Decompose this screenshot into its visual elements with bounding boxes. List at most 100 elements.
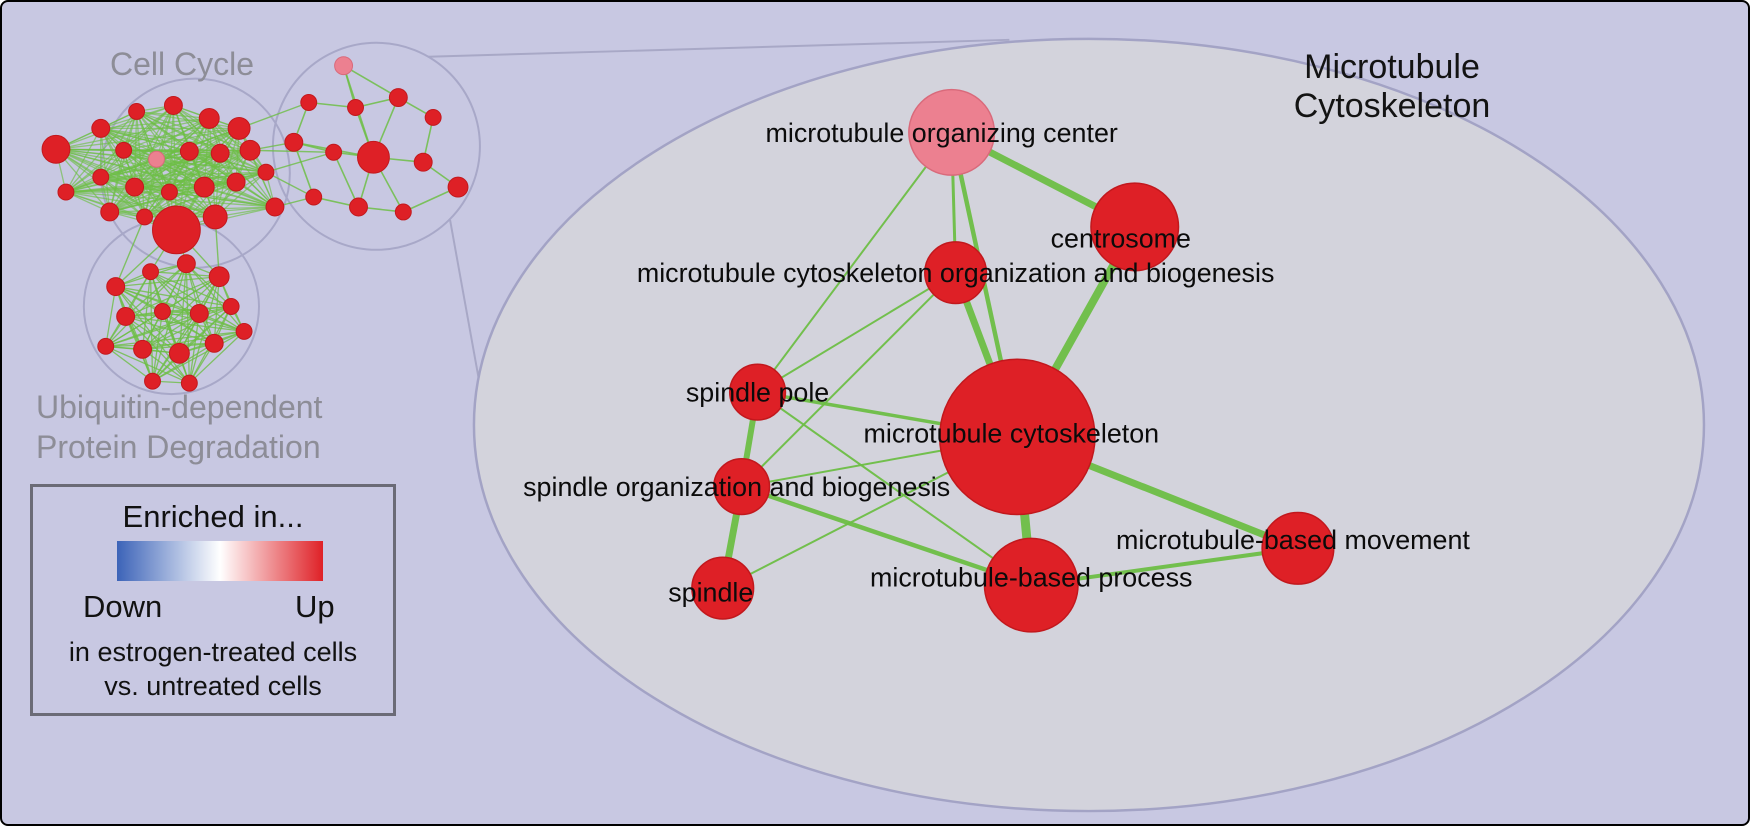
mini-node [180, 374, 198, 392]
down-label: Down [83, 589, 163, 624]
up-label: Up [295, 589, 335, 624]
mini-node [447, 176, 469, 198]
mini-node [92, 168, 110, 186]
mini-node [91, 118, 111, 138]
node-label-mc: microtubule cytoskeleton [864, 418, 1160, 448]
mini-node [424, 108, 442, 126]
mini-node [57, 183, 75, 201]
mini-edge [65, 111, 138, 193]
mini-edge [142, 330, 245, 350]
mini-node [152, 205, 201, 255]
cluster-title-ubiquitin: Ubiquitin-dependent Protein Degradation [36, 387, 322, 467]
mini-edge [100, 176, 145, 218]
mini-node [168, 342, 190, 364]
mini-edge [152, 330, 245, 382]
mini-node [210, 143, 230, 163]
node-spindle [691, 556, 755, 620]
mini-node [148, 150, 165, 168]
mini-edge [142, 305, 232, 350]
mini-edge [105, 305, 232, 347]
legend-box: Enriched in... Down Up in estrogen-treat… [30, 484, 396, 716]
mini-node [154, 303, 171, 320]
mini-node [300, 94, 318, 111]
mini-edge [185, 263, 245, 332]
mini-edge [55, 117, 210, 150]
mini-node [227, 116, 251, 140]
mini-edge [100, 176, 237, 183]
node-label-spindle_pole: spindle pole [686, 378, 829, 408]
node-label-mbp: microtubule-based process [870, 563, 1192, 593]
mini-node [160, 183, 178, 201]
node-label-mbm: microtubule-based movement [1116, 525, 1470, 555]
mini-edge [185, 263, 215, 344]
mini-node [284, 132, 304, 152]
node-mc [938, 358, 1096, 516]
mini-edge [125, 276, 220, 318]
bridge-edge [265, 151, 334, 173]
node-mcob [924, 241, 988, 305]
mini-node [202, 204, 228, 230]
mini-node [349, 197, 368, 217]
cluster-title-ubiquitin-line2: Protein Degradation [36, 429, 321, 465]
mini-node [265, 197, 285, 217]
mini-node [116, 307, 136, 326]
cluster-title-ubiquitin-line1: Ubiquitin-dependent [36, 389, 323, 425]
mini-edge [105, 345, 153, 382]
mini-edge [144, 127, 240, 218]
mini-edge [169, 191, 276, 208]
mini-node [198, 107, 220, 129]
mini-node [144, 372, 161, 390]
edge-mcob-sob [740, 271, 957, 488]
mini-edge [332, 151, 360, 208]
mini-node [334, 56, 354, 76]
cluster-title-microtubule-line2: Cytoskeleton [1293, 87, 1491, 125]
gradient-bar [117, 541, 323, 581]
mini-edge [150, 271, 200, 314]
node-label-sob: spindle organization and biogenesis [523, 472, 950, 502]
cluster-title-cell-cycle: Cell Cycle [110, 46, 255, 82]
mini-node [222, 298, 240, 315]
bridge-edge [115, 216, 146, 287]
bridge-edge [238, 101, 309, 130]
mini-node [115, 141, 133, 159]
mini-edge [219, 152, 276, 208]
mini-edge [188, 330, 245, 384]
mini-node [204, 333, 224, 353]
legend-caption-line1: in estrogen-treated cells [68, 637, 358, 667]
node-centrosome [1090, 182, 1180, 272]
node-spindle_pole [728, 363, 787, 421]
mini-node [128, 103, 146, 120]
node-label-moc: microtubule organizing center [765, 118, 1117, 148]
mini-edge [149, 271, 154, 382]
mini-node [133, 339, 153, 359]
node-label-mcob: microtubule cytoskeleton organization an… [637, 258, 1275, 288]
mini-node [100, 202, 120, 222]
mini-edge [150, 271, 220, 278]
mini-edge [185, 263, 190, 384]
mini-edge [188, 276, 220, 384]
mini-node [394, 203, 412, 221]
mini-node [179, 141, 199, 161]
mini-node [136, 208, 154, 226]
mini-edge [65, 128, 102, 193]
cluster-title-microtubule: Microtubule Cytoskeleton [1274, 48, 1510, 126]
mini-edge [123, 127, 240, 151]
mini-edge [109, 206, 275, 213]
zoom-cone-line [428, 38, 1010, 58]
mini-node [193, 176, 215, 198]
mini-node [239, 139, 261, 161]
mini-node [413, 152, 433, 172]
node-moc [908, 88, 996, 176]
mini-edge [125, 263, 187, 317]
mini-node [257, 163, 275, 181]
edge-spindle_pole-mbp [756, 391, 1033, 587]
mini-node [97, 337, 115, 355]
legend-caption-line2: vs. untreated cells [104, 671, 322, 701]
mini-edge [134, 149, 251, 188]
legend-title: Enriched in... [122, 499, 304, 534]
node-mbp [983, 537, 1079, 633]
mini-node [163, 96, 183, 115]
mini-node [189, 304, 209, 323]
